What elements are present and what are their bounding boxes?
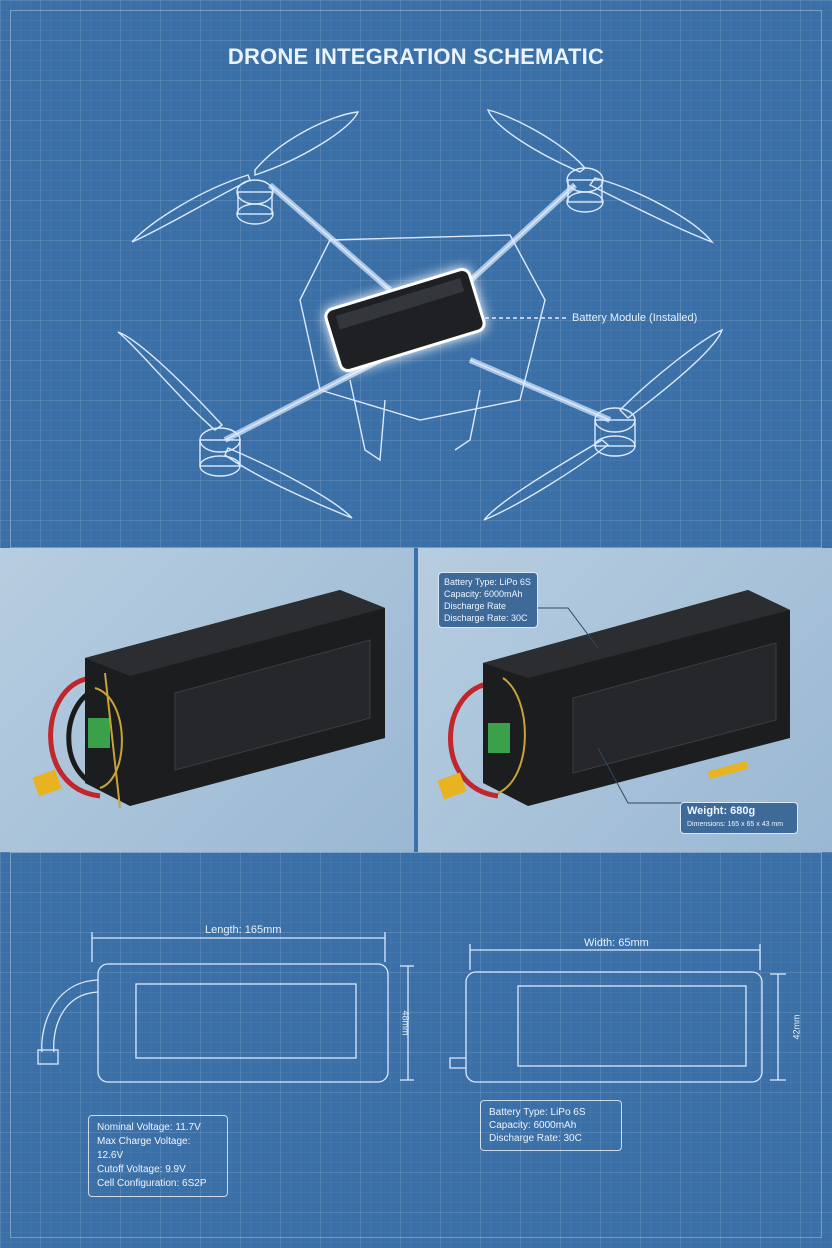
spec-line: Discharge Rate: 30C bbox=[489, 1133, 582, 1144]
spec-line: Capacity: 6000mAh bbox=[489, 1120, 577, 1131]
battery-photo bbox=[32, 590, 385, 809]
battery-photo-left bbox=[0, 548, 414, 852]
spec-line: Cell Configuration: 6S2P bbox=[97, 1178, 207, 1189]
blueprint-frame bbox=[10, 852, 822, 1238]
electrical-specs-box: Nominal Voltage: 11.7V Max Charge Voltag… bbox=[88, 1115, 228, 1197]
drone-wireframe bbox=[117, 109, 724, 521]
installed-battery-module bbox=[324, 267, 486, 373]
spec-line: Max Charge Voltage: 12.6V bbox=[97, 1136, 191, 1161]
weight-box: Weight: 680g Dimensions: 165 x 65 x 43 m… bbox=[680, 802, 798, 834]
motor-front-left bbox=[236, 179, 274, 225]
height-dimension-right: 42mm bbox=[791, 1014, 802, 1040]
spec-line: Discharge Rate: 30C bbox=[444, 613, 528, 623]
length-dimension: Length: 165mm bbox=[205, 924, 282, 936]
battery-specs-box: Battery Type: LiPo 6S Capacity: 6000mAh … bbox=[480, 1100, 622, 1151]
page-title: DRONE INTEGRATION SCHEMATIC bbox=[227, 44, 605, 69]
dimension-drawings-section: Length: 165mm 48mm Width: 65mm 42mm Nomi… bbox=[0, 852, 832, 1248]
spec-line: Discharge Rate bbox=[444, 601, 507, 611]
blueprint-frame bbox=[10, 10, 822, 548]
battery-module-callout: Battery Module (Installed) bbox=[572, 312, 698, 324]
drone-schematic-section: DRONE INTEGRATION SCHEMATIC Battery Modu… bbox=[0, 0, 832, 548]
height-dimension-left: 48mm bbox=[400, 1010, 411, 1036]
spec-line: Nominal Voltage: 11.7V bbox=[97, 1122, 201, 1133]
battery-photo-annotated bbox=[437, 590, 790, 806]
weight-label: Weight: 680g bbox=[687, 805, 756, 817]
weight-subtitle: Dimensions: 165 x 65 x 43 mm bbox=[687, 821, 784, 828]
dimension-drawings bbox=[37, 932, 786, 1083]
spec-line: Cutoff Voltage: 9.9V bbox=[97, 1164, 186, 1175]
battery-photo-right: Battery Type: LiPo 6S Capacity: 6000mAh … bbox=[418, 548, 832, 852]
spec-line: Battery Type: LiPo 6S bbox=[489, 1107, 586, 1118]
spec-box-photo: Battery Type: LiPo 6S Capacity: 6000mAh … bbox=[438, 572, 538, 628]
spec-line: Capacity: 6000mAh bbox=[444, 589, 523, 599]
width-dimension: Width: 65mm bbox=[584, 937, 649, 949]
spec-line: Battery Type: LiPo 6S bbox=[444, 577, 531, 587]
